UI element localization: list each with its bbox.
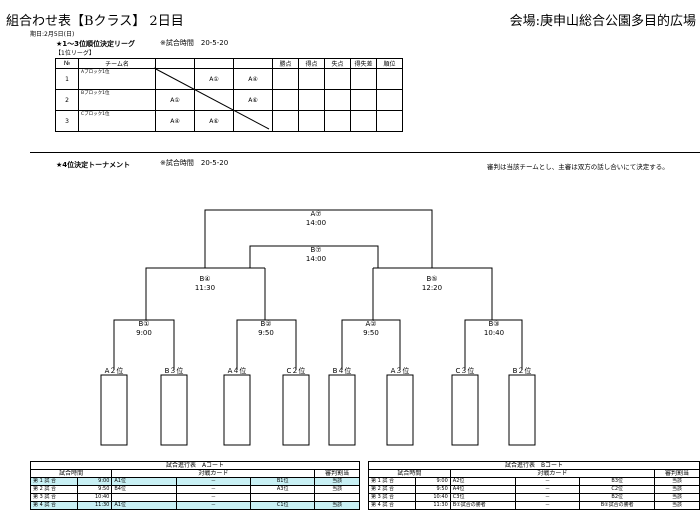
team-label: B４位 [332,367,352,375]
date-label: 期日:2月5日(日) [30,31,75,38]
team-label: A２位 [104,367,124,375]
league-subtitle: 【1位リーグ】 [55,50,95,57]
page-title: 組合わせ表【Bクラス】 2日目 [6,14,184,29]
referee-note: 審判は当該チームとし、主審は双方の話し合いにて決定する。 [487,163,669,171]
venue-label: 会場:庚申山総合公園多目的広場 [509,14,696,29]
schedule-b-caption: 試合進行表 Bコート [368,461,700,470]
tournament-time: ※試合時間 20-5-20 [160,159,229,167]
league-title: ★1～3位順位決定リーグ [56,40,136,48]
team-label: B３位 [164,367,184,375]
section-divider [30,152,700,153]
league-time: ※試合時間 20-5-20 [160,39,229,47]
schedule-a-caption: 試合進行表 Aコート [30,461,360,470]
tournament-title: ★4位決定トーナメント [56,161,131,169]
team-label: C３位 [455,367,475,375]
team-label: B２位 [512,367,532,375]
team-label: A３位 [390,367,410,375]
team-label: C２位 [286,367,306,375]
team-label: A４位 [227,367,247,375]
